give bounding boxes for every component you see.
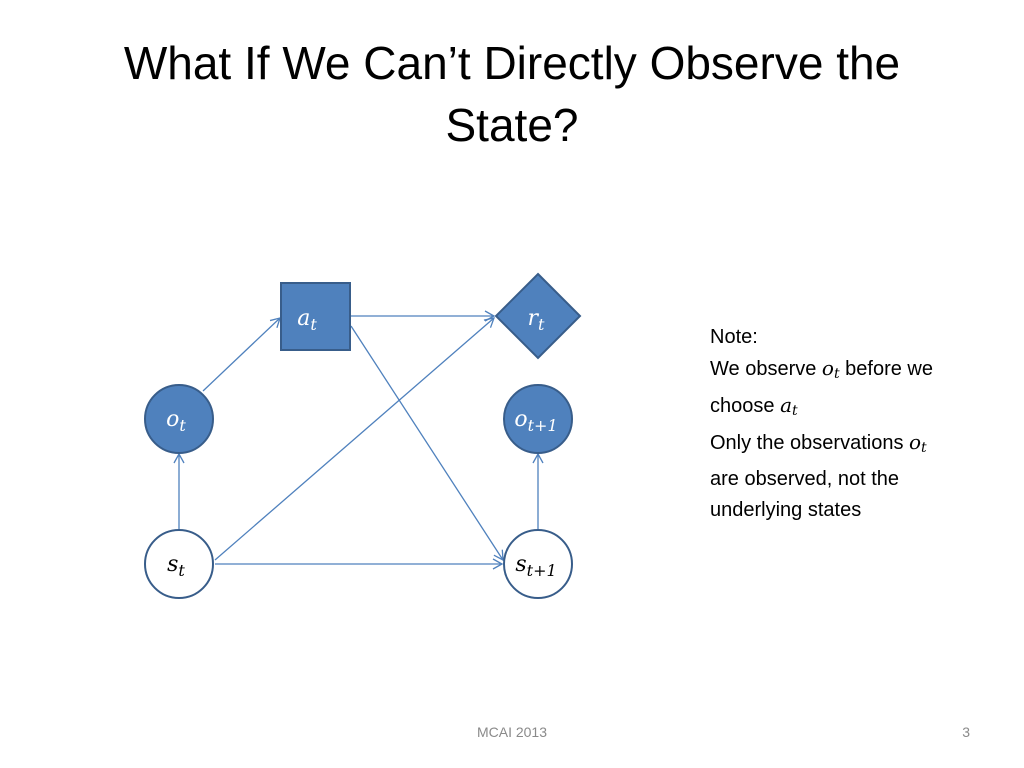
observation-node-ot: ot (144, 384, 214, 454)
note-line-2: choose at (710, 390, 990, 427)
note-line-1-symbol-base: o (821, 356, 834, 380)
state-node-st: st (144, 529, 214, 599)
note-line-2-pre: choose (710, 395, 781, 417)
action-node-at-sub: t (310, 315, 317, 334)
note-box: Note: We observe ot before we choose at … (710, 322, 990, 526)
action-node-at-base: a (297, 306, 310, 331)
svg-text:st+1: st+1 (515, 552, 556, 580)
action-node-at: at (280, 282, 351, 351)
state-node-st-sub: t (178, 561, 185, 580)
note-line-3-symbol-base: o (909, 430, 922, 454)
note-heading: Note: (710, 326, 758, 348)
note-line-2-symbol-sub: t (792, 403, 798, 419)
note-line-1-symbol-sub: t (833, 366, 840, 382)
svg-text:at: at (297, 306, 317, 334)
state-node-st1-base: s (515, 552, 526, 577)
note-line-1-symbol: ot (821, 356, 840, 382)
observation-node-ot-base: o (166, 407, 179, 432)
reward-node-rt-base: r (528, 306, 540, 331)
slide-title-line-1: What If We Can’t Directly Observe the (123, 37, 901, 89)
slide-title: What If We Can’t Directly Observe the St… (60, 32, 964, 156)
slide-title-line-2: State? (445, 99, 579, 151)
svg-text:rt: rt (528, 306, 546, 334)
note-line-4: are observed, not the (710, 468, 900, 490)
note-line-3-symbol: ot (909, 430, 927, 456)
note-line-2-symbol-base: a (780, 393, 792, 417)
note-line-1-post: before we (839, 358, 933, 380)
note-line-1-pre: We observe (710, 358, 822, 380)
svg-text:ot: ot (166, 407, 186, 435)
state-node-st-base: s (167, 552, 178, 577)
diagram-edges (173, 310, 544, 570)
observation-node-ot1: ot+1 (503, 384, 573, 454)
page-number: 3 (962, 724, 970, 740)
observation-node-ot-sub: t (179, 416, 186, 435)
observation-node-ot1-base: o (514, 407, 527, 432)
observation-node-ot1-sub: t+1 (528, 416, 558, 435)
note-line-3-pre: Only the observations (710, 432, 909, 454)
edge-ot-to-at (202, 317, 281, 392)
note-line-1: We observe ot before we (710, 353, 990, 390)
footer-label: MCAI 2013 (476, 724, 548, 740)
note-line-2-symbol: at (780, 393, 798, 419)
note-line-5: underlying states (710, 499, 862, 521)
svg-text:st: st (167, 552, 185, 580)
state-node-st1: st+1 (503, 529, 573, 599)
note-line-3: Only the observations ot (710, 427, 990, 464)
reward-node-rt: rt (494, 272, 582, 360)
svg-text:ot+1: ot+1 (514, 407, 557, 435)
state-node-st1-sub: t+1 (527, 561, 557, 580)
note-line-3-symbol-sub: t (921, 440, 927, 456)
edge-at-to-st1 (350, 325, 504, 562)
reward-node-rt-sub: t (538, 315, 545, 334)
edge-st-to-rt (214, 317, 496, 561)
